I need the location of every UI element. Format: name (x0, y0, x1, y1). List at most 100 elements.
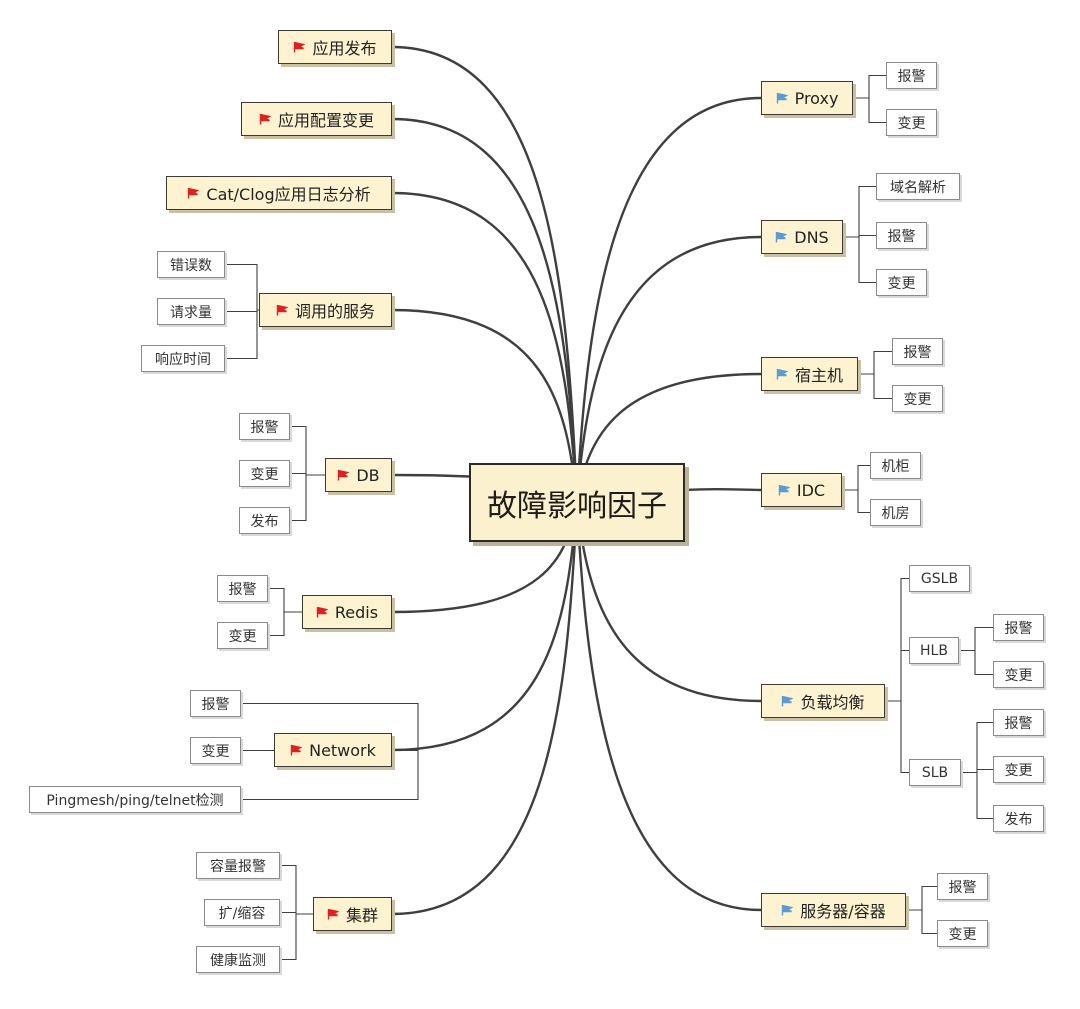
leaf-db-0[interactable]: 报警 (239, 413, 290, 440)
leaf-load-balance-2-label: SLB (921, 764, 949, 781)
leaf-redis-0[interactable]: 报警 (217, 575, 268, 602)
flag-icon (290, 744, 303, 756)
leaf-db-1[interactable]: 变更 (239, 460, 290, 487)
flag-icon (316, 606, 328, 618)
leaf-server-container-0-label: 报警 (948, 879, 977, 896)
topic-called-services-label: 调用的服务 (294, 302, 375, 321)
topic-load-balance[interactable]: 负载均衡 (761, 684, 885, 718)
topic-dns[interactable]: DNS (761, 220, 843, 254)
leaf-cluster-1-label: 扩/缩容 (218, 905, 266, 922)
flag-icon (259, 113, 271, 125)
connector-cluster (390, 500, 579, 916)
leaf-hlb-1-label: 变更 (1004, 667, 1033, 684)
leaf-host-1-label: 变更 (903, 391, 932, 408)
leaf-network-0-label: 报警 (201, 696, 230, 713)
leaf-hlb-0-label: 报警 (1004, 620, 1033, 637)
leaf-network-2[interactable]: Pingmesh/ping/telnet检测 (29, 786, 241, 813)
leaf-hlb-0[interactable]: 报警 (993, 614, 1044, 641)
topic-called-services[interactable]: 调用的服务 (259, 293, 392, 327)
leaf-idc-1[interactable]: 机房 (870, 499, 921, 526)
leaf-cluster-0[interactable]: 容量报警 (196, 852, 280, 879)
leaf-called-services-2[interactable]: 响应时间 (141, 345, 225, 372)
topic-cluster-label: 集群 (345, 906, 378, 925)
leaf-redis-1-label: 变更 (228, 628, 257, 645)
leaf-called-services-2-label: 响应时间 (155, 351, 211, 368)
leaf-load-balance-1-label: HLB (920, 642, 948, 659)
topic-idc[interactable]: IDC (761, 473, 842, 507)
leaf-redis-0-label: 报警 (228, 581, 257, 598)
leaf-db-0-label: 报警 (250, 419, 279, 436)
leaf-server-container-0[interactable]: 报警 (937, 873, 988, 900)
leaf-cluster-2-label: 健康监测 (210, 952, 266, 969)
connector-idc (683, 487, 763, 492)
topic-cat-clog[interactable]: Cat/Clog应用日志分析 (166, 176, 392, 210)
flag-icon (338, 469, 350, 481)
leaf-proxy-1[interactable]: 变更 (886, 109, 937, 136)
leaf-cluster-2[interactable]: 健康监测 (196, 946, 280, 973)
leaf-network-1-label: 变更 (201, 743, 230, 760)
leaf-host-0[interactable]: 报警 (892, 338, 943, 365)
flag-icon (188, 187, 200, 199)
flag-icon (294, 41, 306, 53)
leaf-load-balance-0[interactable]: GSLB (909, 565, 970, 592)
leaf-hlb-1[interactable]: 变更 (993, 661, 1044, 688)
topic-network[interactable]: Network (274, 733, 392, 767)
leaf-network-2-label: Pingmesh/ping/telnet检测 (46, 792, 224, 809)
topic-proxy-label: Proxy (794, 88, 839, 108)
leaf-proxy-1-label: 变更 (897, 115, 926, 132)
topic-app-release-label: 应用发布 (312, 39, 377, 58)
leaf-proxy-0-label: 报警 (897, 68, 926, 85)
topic-host[interactable]: 宿主机 (761, 357, 858, 391)
topic-db[interactable]: DB (325, 458, 392, 492)
topic-app-release[interactable]: 应用发布 (278, 30, 392, 64)
topic-load-balance-label: 负载均衡 (800, 693, 865, 712)
connector-dns (575, 235, 763, 504)
flag-icon (776, 92, 788, 104)
leaf-dns-0-label: 域名解析 (890, 179, 946, 196)
leaf-called-services-1[interactable]: 请求量 (157, 298, 225, 325)
connector-app-release (390, 45, 579, 504)
topic-server-container[interactable]: 服务器/容器 (761, 893, 906, 927)
topic-cat-clog-label: Cat/Clog应用日志分析 (206, 185, 371, 204)
leaf-slb-2[interactable]: 发布 (993, 805, 1044, 832)
leaf-load-balance-2[interactable]: SLB (909, 759, 961, 786)
flag-icon (778, 484, 790, 496)
leaf-dns-0[interactable]: 域名解析 (876, 173, 960, 200)
topic-idc-label: IDC (796, 480, 826, 500)
leaf-proxy-0[interactable]: 报警 (886, 62, 937, 89)
central-topic[interactable]: 故障影响因子 (469, 463, 685, 542)
leaf-slb-0[interactable]: 报警 (993, 709, 1044, 736)
leaf-cluster-1[interactable]: 扩/缩容 (204, 899, 280, 926)
leaf-slb-1-label: 变更 (1004, 762, 1033, 779)
leaf-db-1-label: 变更 (250, 466, 279, 483)
leaf-host-1[interactable]: 变更 (892, 385, 943, 412)
flag-icon (276, 304, 288, 316)
leaf-network-1[interactable]: 变更 (190, 737, 241, 764)
leaf-called-services-0[interactable]: 错误数 (157, 251, 225, 278)
leaf-called-services-0-label: 错误数 (170, 257, 212, 274)
leaf-load-balance-1[interactable]: HLB (909, 637, 959, 664)
flag-icon (782, 904, 794, 916)
leaf-redis-1[interactable]: 变更 (217, 622, 268, 649)
leaf-dns-2[interactable]: 变更 (876, 269, 927, 296)
leaf-db-2[interactable]: 发布 (239, 507, 290, 534)
flag-icon (782, 695, 794, 707)
leaf-network-0[interactable]: 报警 (190, 690, 241, 717)
leaf-slb-1[interactable]: 变更 (993, 756, 1044, 783)
leaf-dns-1[interactable]: 报警 (876, 222, 927, 249)
leaf-server-container-1[interactable]: 变更 (937, 920, 988, 947)
leaf-slb-2-label: 发布 (1004, 811, 1033, 828)
leaf-called-services-1-label: 请求量 (170, 304, 212, 321)
leaf-load-balance-0-label: GSLB (920, 570, 959, 587)
leaf-idc-1-label: 机房 (881, 505, 910, 522)
topic-server-container-label: 服务器/容器 (800, 902, 886, 921)
leaf-idc-0[interactable]: 机柜 (870, 452, 921, 479)
topic-redis[interactable]: Redis (302, 595, 392, 629)
topic-cluster[interactable]: 集群 (313, 897, 392, 931)
topic-host-label: 宿主机 (794, 366, 843, 385)
leaf-host-0-label: 报警 (903, 344, 932, 361)
topic-proxy[interactable]: Proxy (761, 81, 853, 115)
topic-app-config[interactable]: 应用配置变更 (241, 102, 392, 136)
leaf-dns-2-label: 变更 (887, 275, 916, 292)
